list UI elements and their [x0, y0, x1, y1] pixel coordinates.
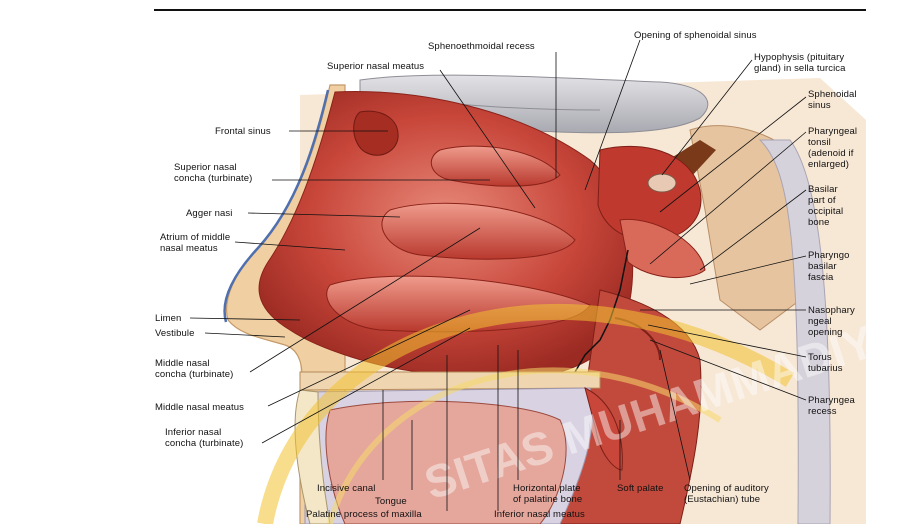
label-agger-nasi: Agger nasi [186, 208, 232, 219]
label-inferior-nasal-meatus: Inferior nasal meatus [494, 509, 585, 520]
label-sphenoethmoidal-recess: Sphenoethmoidal recess [428, 41, 535, 52]
label-vestibule: Vestibule [155, 328, 194, 339]
label-incisive-canal: Incisive canal [317, 483, 375, 494]
label-horizontal-plate: Horizontal plate of palatine bone [513, 483, 582, 505]
label-opening-auditory-tube: Opening of auditory (Eustachian) tube [684, 483, 769, 505]
label-atrium-middle-meatus: Atrium of middle nasal meatus [160, 232, 230, 254]
label-hypophysis: Hypophysis (pituitary gland) in sella tu… [754, 52, 846, 74]
label-superior-nasal-concha: Superior nasal concha (turbinate) [174, 162, 252, 184]
label-limen: Limen [155, 313, 181, 324]
label-torus-tubarius: Torus tubarius [808, 352, 843, 374]
label-sphenoidal-sinus: Sphenoidal sinus [808, 89, 857, 111]
label-tongue: Tongue [375, 496, 407, 507]
label-pharyngeal-recess: Pharyngea recess [808, 395, 855, 417]
label-inferior-nasal-concha: Inferior nasal concha (turbinate) [165, 427, 243, 449]
hypophysis-shape [648, 174, 676, 192]
label-middle-nasal-concha: Middle nasal concha (turbinate) [155, 358, 233, 380]
label-frontal-sinus: Frontal sinus [215, 126, 271, 137]
label-nasopharyngeal-opening: Nasophary ngeal opening [808, 305, 855, 338]
label-pharyngeal-tonsil: Pharyngeal tonsil (adenoid if enlarged) [808, 126, 857, 170]
label-basilar-part: Basilar part of occipital bone [808, 184, 843, 228]
label-middle-nasal-meatus: Middle nasal meatus [155, 402, 244, 413]
label-opening-sphenoidal-sinus: Opening of sphenoidal sinus [634, 30, 757, 41]
label-soft-palate: Soft palate [617, 483, 664, 494]
label-palatine-process: Palatine process of maxilla [306, 509, 422, 520]
label-superior-nasal-meatus: Superior nasal meatus [327, 61, 424, 72]
label-pharyngobasilar-fascia: Pharyngo basilar fascia [808, 250, 849, 283]
